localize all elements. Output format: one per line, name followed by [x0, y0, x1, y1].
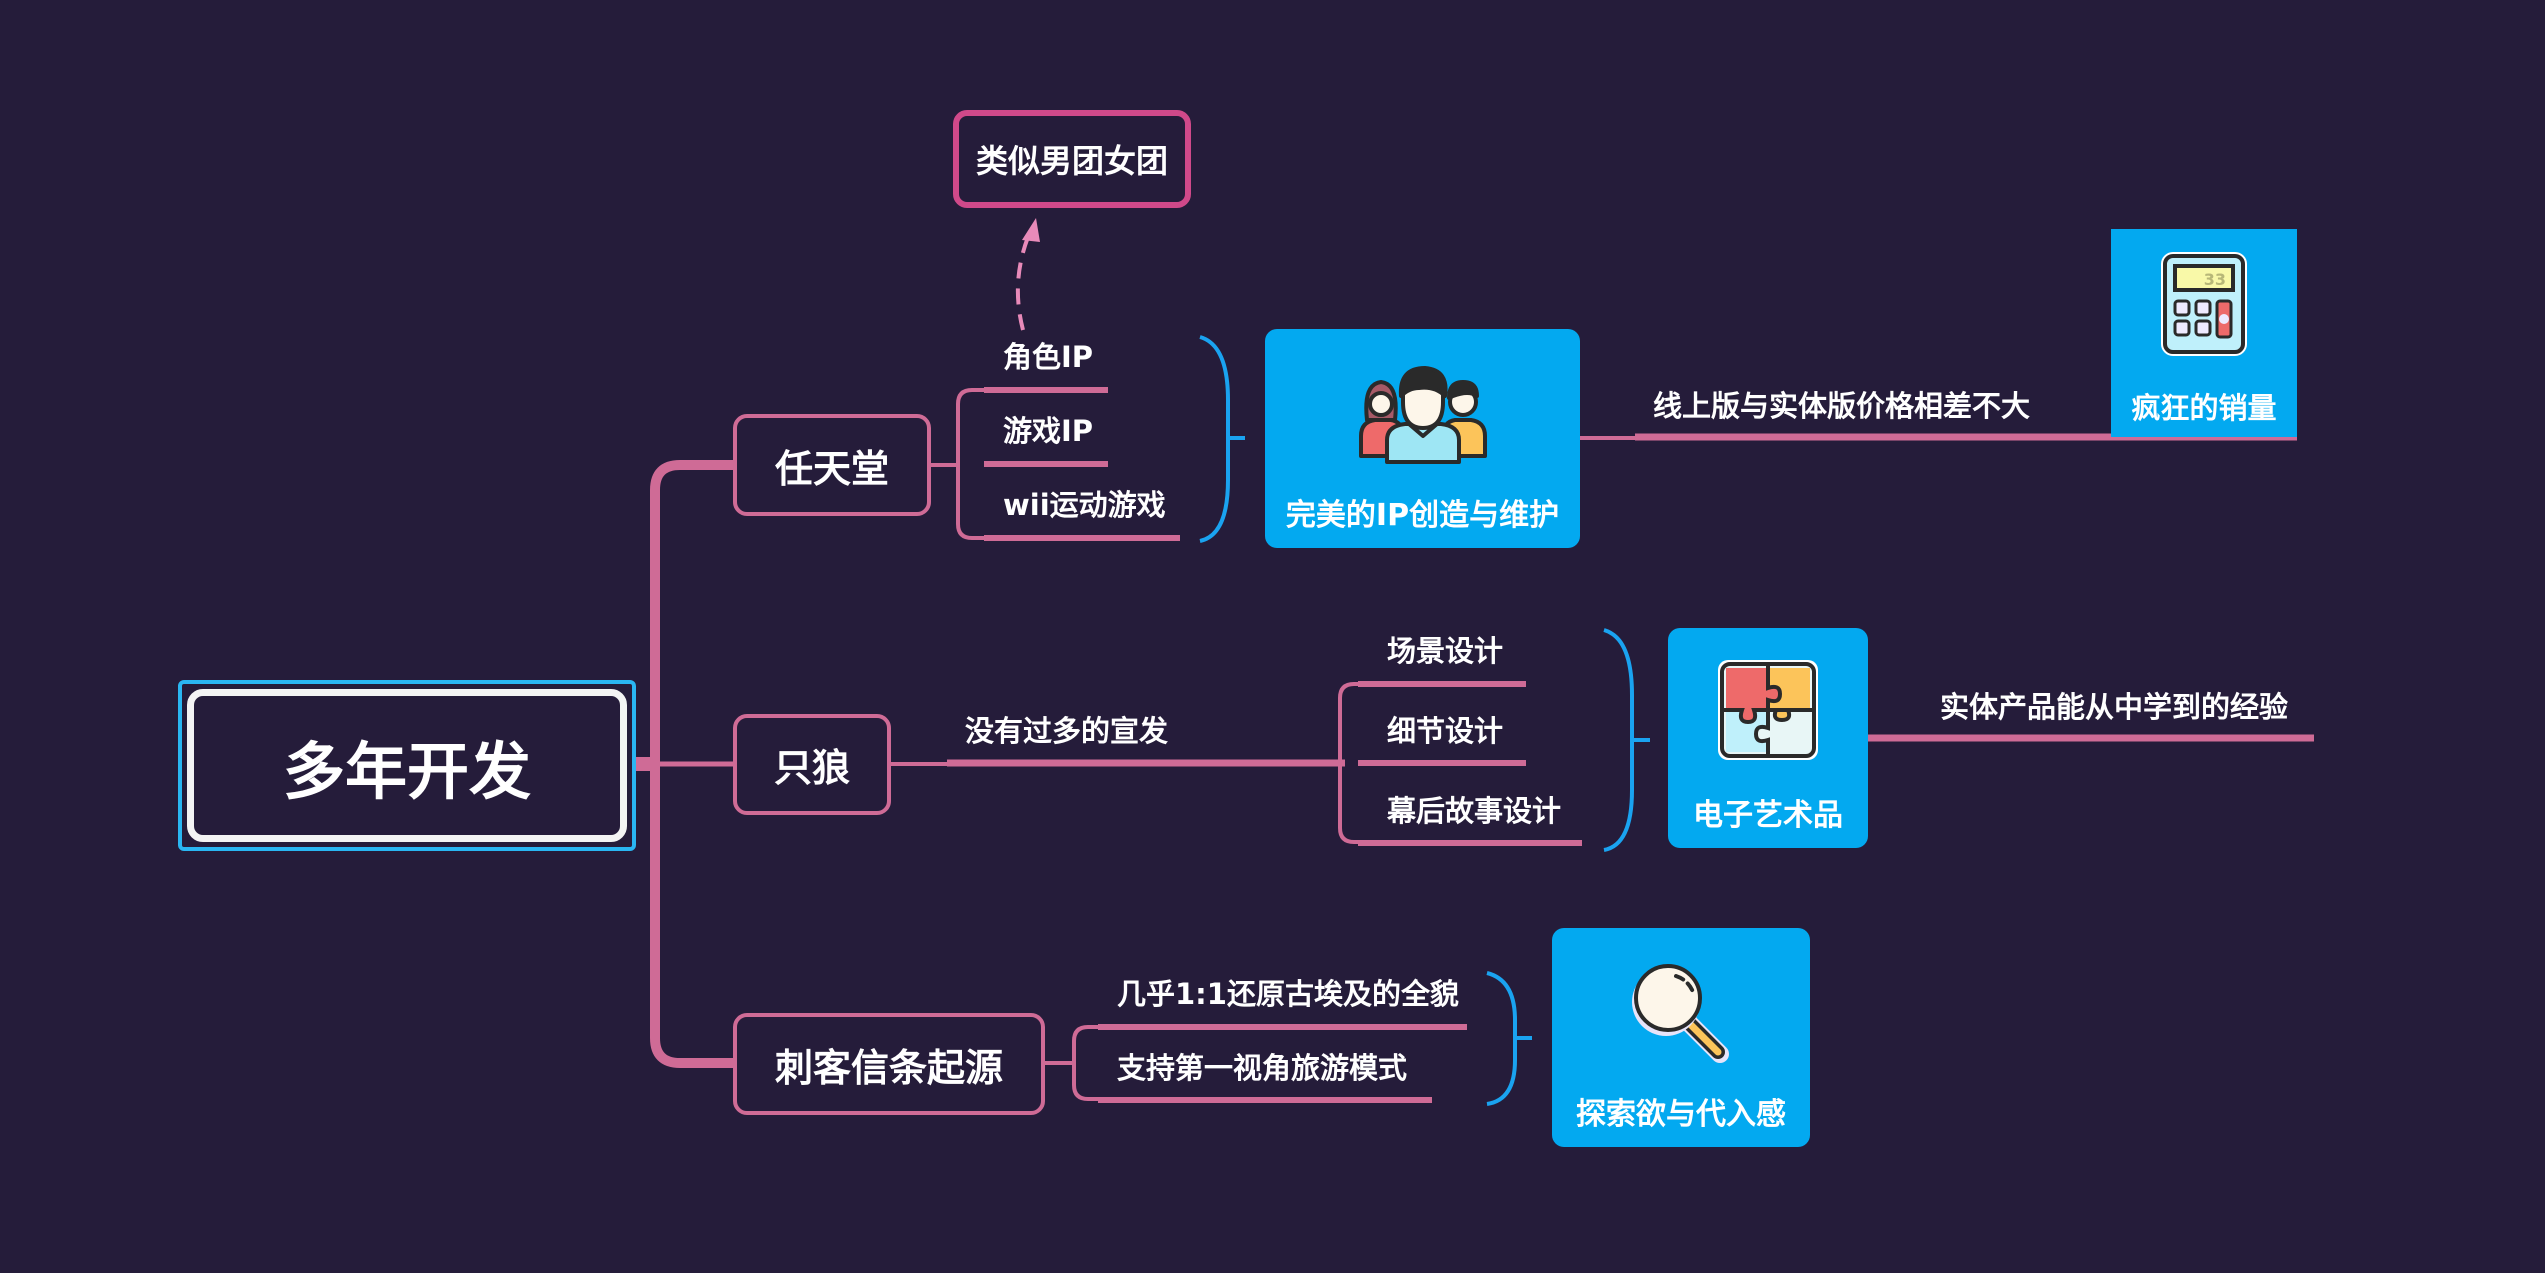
- root-label: 多年开发: [282, 734, 531, 808]
- summary-card-label: 探索欲与代入感: [1576, 1097, 1786, 1132]
- branch-label: 刺客信条起源: [774, 1045, 1003, 1090]
- result-card-label: 疯狂的销量: [2131, 391, 2277, 425]
- note-dashed-arrow: [1015, 231, 1032, 331]
- sekiro-bracket: [1338, 682, 1360, 844]
- branch-node-sekiro[interactable]: 只狼: [733, 714, 891, 815]
- people-group-icon: [1358, 366, 1487, 464]
- summary-card-exploration[interactable]: 探索欲与代入感: [1552, 928, 1810, 1147]
- floating-note[interactable]: 类似男团女团: [953, 110, 1191, 208]
- ac-item[interactable]: 支持第一视角旅游模式: [1117, 1051, 1408, 1085]
- branch-node-nintendo[interactable]: 任天堂: [733, 414, 931, 516]
- nintendo-brace: [1199, 335, 1230, 543]
- root-node-frame[interactable]: [178, 680, 636, 851]
- puzzle-icon: [1718, 660, 1818, 760]
- ac-bracket: [1072, 1025, 1100, 1101]
- calculator-icon: 33: [2161, 252, 2247, 356]
- sekiro-subtopic[interactable]: 没有过多的宣发: [965, 714, 1169, 748]
- result-card-sales[interactable]: 33 疯狂的销量: [2111, 229, 2297, 437]
- nintendo-bracket: [956, 388, 985, 540]
- branch-label: 只狼: [773, 746, 850, 790]
- nintendo-item[interactable]: 角色IP: [1003, 340, 1094, 374]
- summary-card-digital-art[interactable]: 电子艺术品: [1668, 628, 1868, 848]
- sekiro-item[interactable]: 细节设计: [1387, 714, 1504, 748]
- summary-card-ip[interactable]: 完美的IP创造与维护: [1265, 329, 1580, 548]
- root-node[interactable]: 多年开发: [187, 689, 627, 842]
- followup-label[interactable]: 实体产品能从中学到的经验: [1940, 690, 2289, 724]
- floating-note-label: 类似男团女团: [975, 142, 1168, 180]
- sekiro-item[interactable]: 幕后故事设计: [1387, 794, 1562, 828]
- sekiro-item[interactable]: 场景设计: [1387, 634, 1504, 668]
- followup-label[interactable]: 线上版与实体版价格相差不大: [1653, 389, 2031, 423]
- branch-node-assassins-creed[interactable]: 刺客信条起源: [733, 1013, 1045, 1115]
- sekiro-brace: [1603, 628, 1634, 852]
- calculator-display: 33: [2204, 270, 2226, 289]
- nintendo-item[interactable]: 游戏IP: [1003, 414, 1094, 448]
- summary-card-label: 完美的IP创造与维护: [1285, 498, 1560, 533]
- ac-item[interactable]: 几乎1:1还原古埃及的全貌: [1117, 977, 1459, 1011]
- magnifier-icon: [1632, 964, 1729, 1063]
- nintendo-item[interactable]: wii运动游戏: [1003, 488, 1166, 522]
- ac-brace: [1486, 971, 1517, 1106]
- branch-label: 任天堂: [774, 446, 889, 491]
- summary-card-label: 电子艺术品: [1693, 798, 1843, 833]
- note-arrow-head: [1022, 218, 1040, 242]
